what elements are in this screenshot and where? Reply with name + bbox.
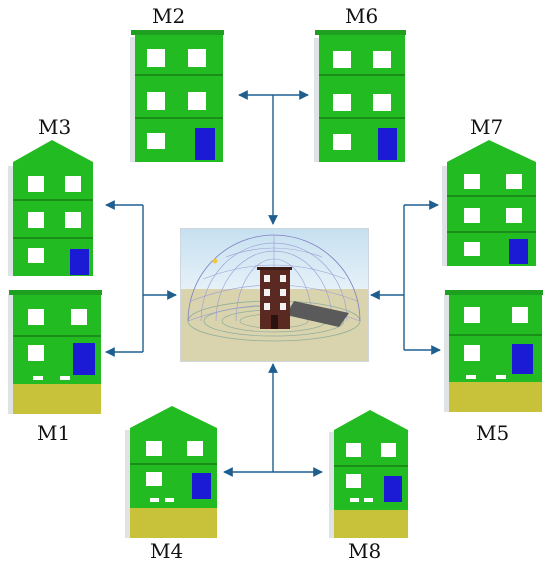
label-m1: M1: [37, 421, 71, 445]
sun-icon: [212, 258, 218, 264]
building-m5: [444, 290, 543, 412]
label-m7: M7: [470, 115, 504, 139]
building-m2: [130, 30, 224, 162]
label-m3: M3: [38, 115, 72, 139]
building-m4: [125, 406, 217, 538]
simulation-scene: [180, 228, 369, 362]
label-m4: M4: [150, 539, 184, 563]
label-m2: M2: [152, 4, 186, 28]
building-m1: [8, 290, 102, 414]
building-m6: [314, 30, 406, 162]
building-m8: [329, 410, 408, 538]
building-m3: [8, 140, 93, 276]
label-m5: M5: [476, 421, 510, 445]
sun-path-dome: [181, 229, 368, 361]
label-m8: M8: [348, 539, 382, 563]
label-m6: M6: [345, 4, 379, 28]
building-m7: [442, 140, 536, 266]
